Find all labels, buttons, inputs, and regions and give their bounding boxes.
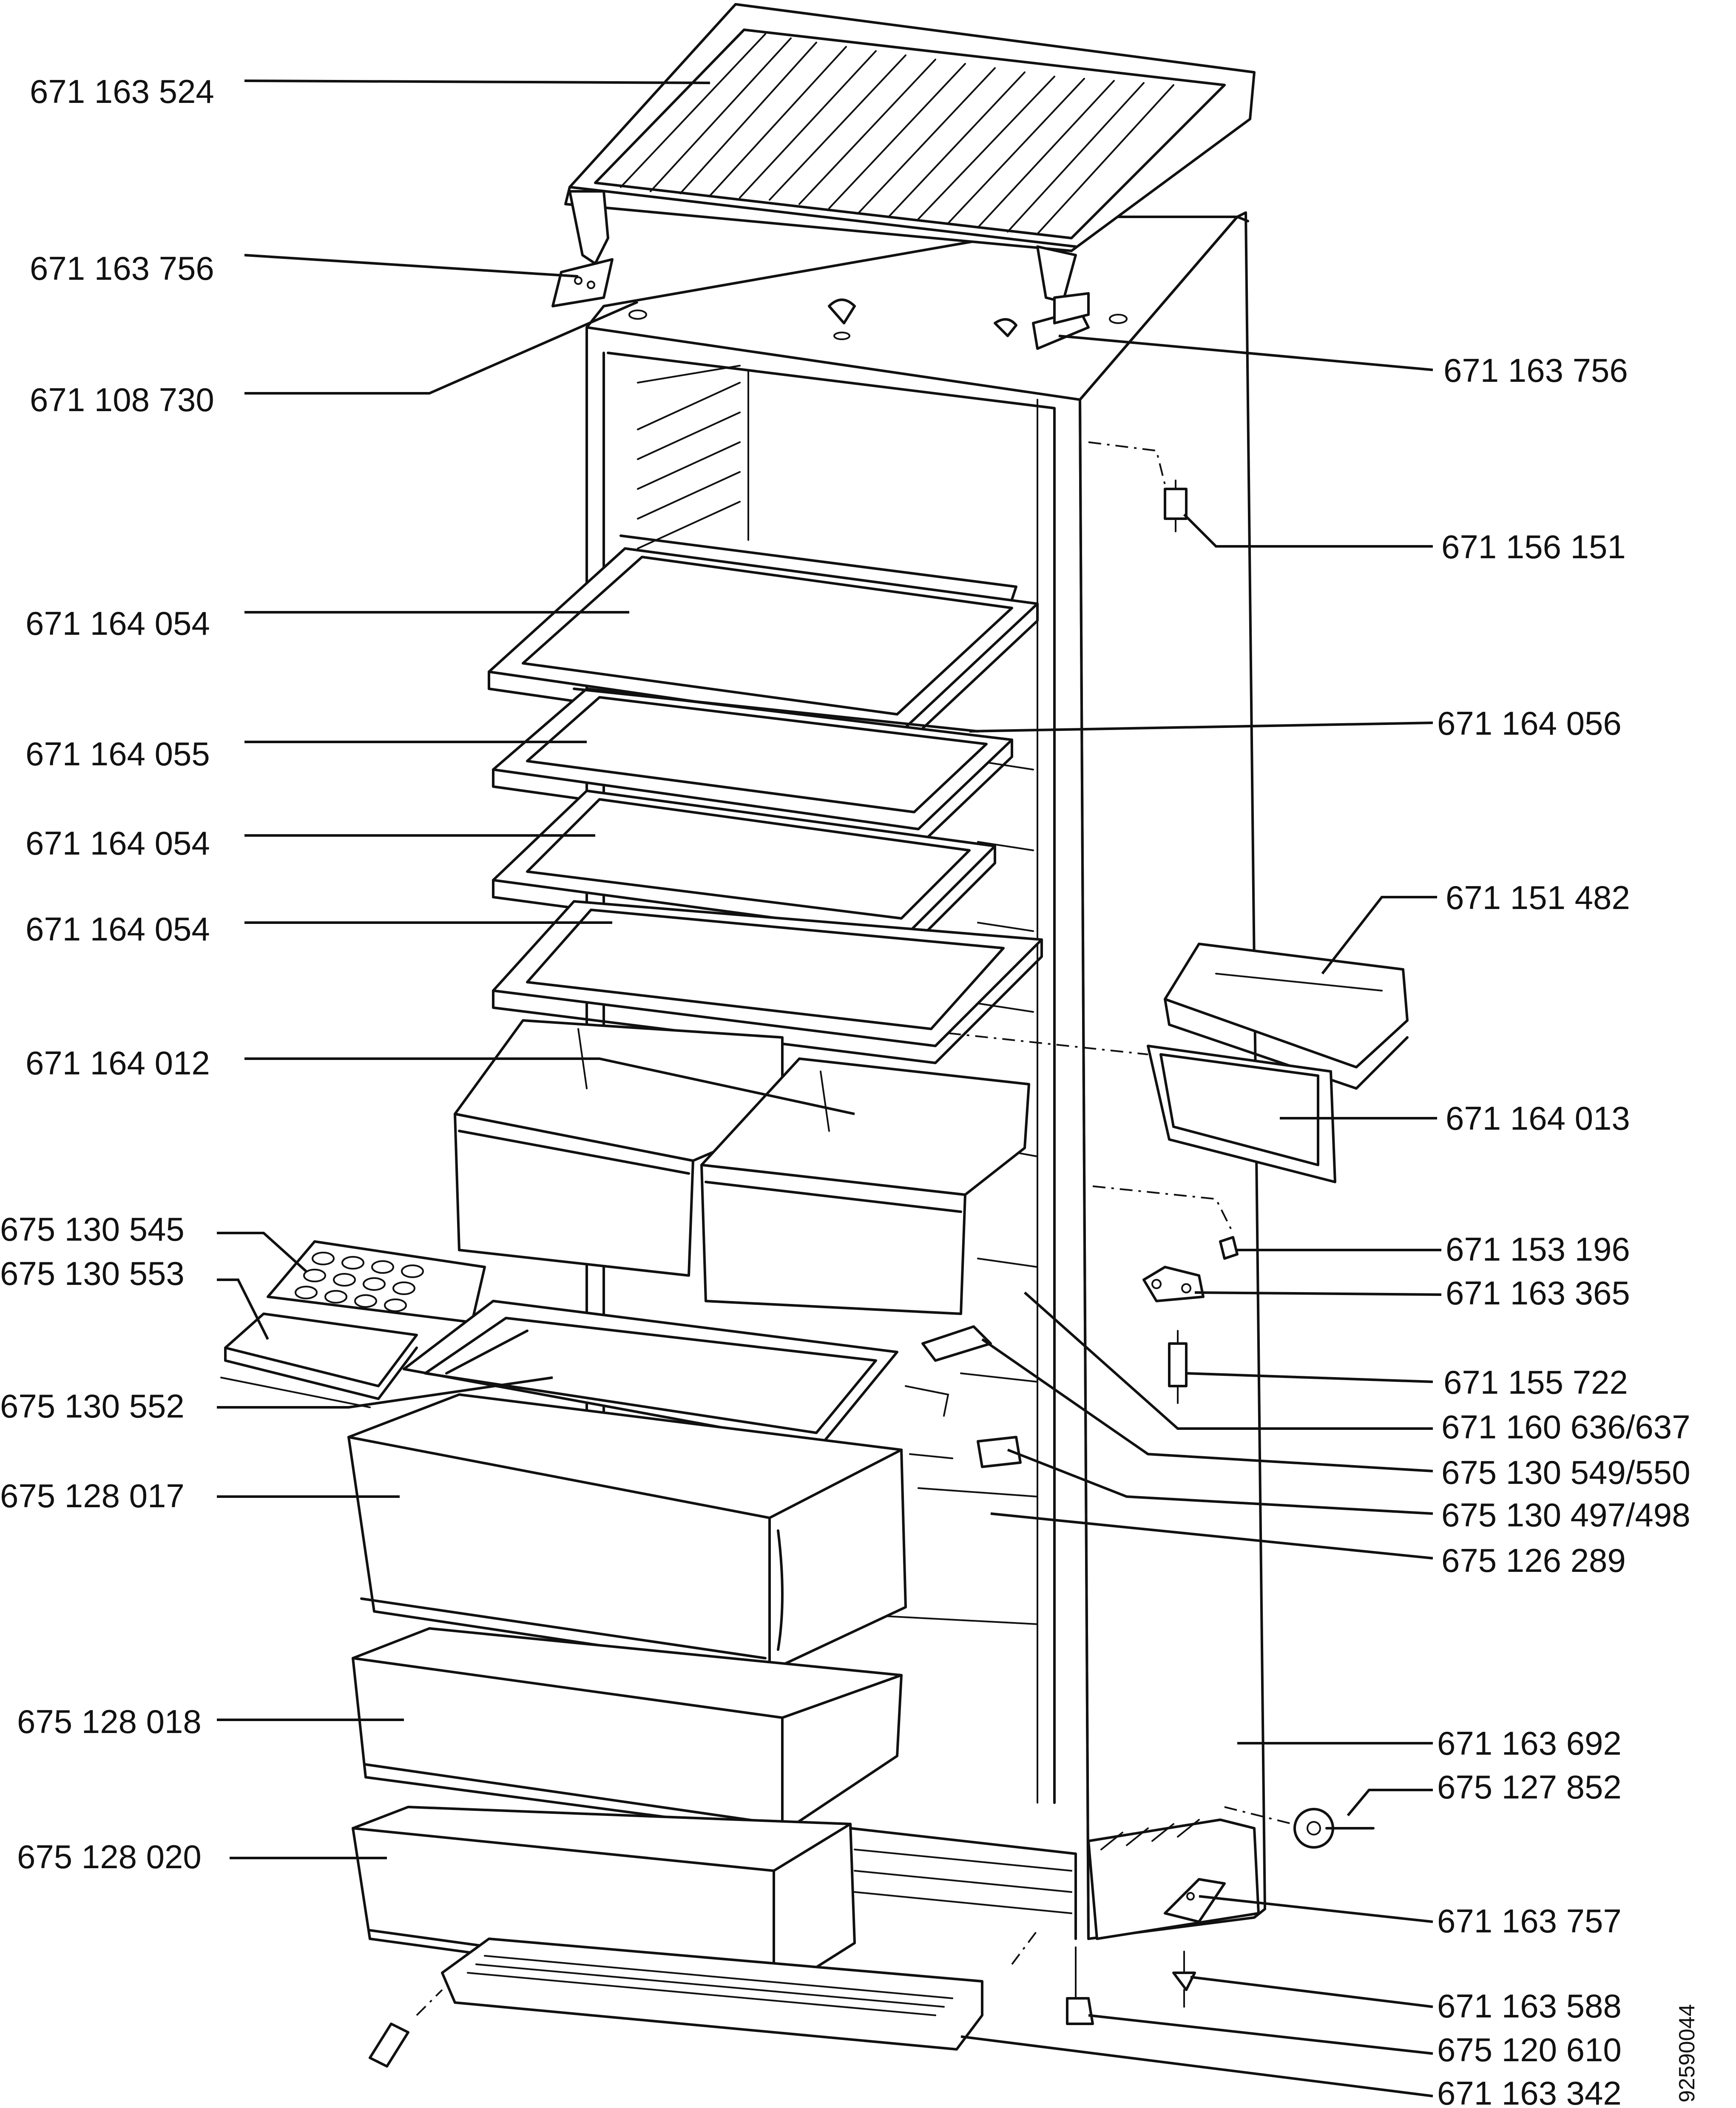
- label-lid-cover: 671 163 524: [30, 73, 214, 110]
- label-hinge-plate-top-left: 671 163 756: [30, 250, 214, 287]
- label-shelf-3: 671 164 054: [26, 824, 210, 862]
- label-adjustable-foot: 675 120 610: [1437, 2031, 1622, 2068]
- label-middle-hinge: 671 163 365: [1446, 1274, 1630, 1312]
- label-screw: 671 163 588: [1437, 1987, 1622, 2025]
- label-freezer-basket-1: 675 128 017: [0, 1477, 185, 1514]
- drawing-number: 92590044: [1675, 2004, 1699, 2102]
- label-grille: 671 163 342: [1437, 2074, 1622, 2108]
- label-bracket-b: 675 130 497/498: [1441, 1496, 1691, 1534]
- label-freezer-drawer-3: 675 128 020: [17, 1838, 202, 1875]
- label-ice-tray: 675 130 553: [0, 1255, 185, 1292]
- label-plug-top: 671 108 730: [30, 381, 214, 418]
- label-vegetable-bin: 671 164 012: [26, 1044, 210, 1082]
- label-rail-set: 671 160 636/637: [1441, 1408, 1691, 1446]
- label-freezer-flap: 675 126 289: [1441, 1542, 1626, 1579]
- label-hinge-plate-top-right: 671 163 756: [1443, 352, 1628, 389]
- refrigerator-drawing: [220, 3, 1409, 2068]
- label-freezer-lid: 675 130 552: [0, 1387, 185, 1425]
- label-thermostat: 671 156 151: [1441, 528, 1626, 565]
- label-egg-tray: 675 130 545: [0, 1210, 185, 1248]
- part-labels: 671 163 524 671 163 756 671 108 730 671 …: [0, 73, 1699, 2108]
- label-door-shelf: 671 151 482: [1446, 879, 1630, 916]
- label-wheel: 675 127 852: [1437, 1768, 1622, 1806]
- label-freezer-drawer-2: 675 128 018: [17, 1703, 202, 1740]
- label-shelf-1: 671 164 054: [26, 605, 210, 642]
- label-bracket-a: 675 130 549/550: [1441, 1454, 1691, 1491]
- label-door-tray: 671 164 013: [1446, 1099, 1630, 1137]
- label-shelf-insert: 671 164 056: [1437, 705, 1622, 742]
- label-hinge-pin: 671 155 722: [1443, 1364, 1628, 1401]
- label-bottom-hinge: 671 163 757: [1437, 1902, 1622, 1940]
- label-shelf-4: 671 164 054: [26, 910, 210, 948]
- label-hinge-cap: 671 153 196: [1446, 1230, 1630, 1268]
- label-shelf-2: 671 164 055: [26, 735, 210, 773]
- label-base-panel: 671 163 692: [1437, 1724, 1622, 1762]
- leader-lines: [217, 80, 1442, 2097]
